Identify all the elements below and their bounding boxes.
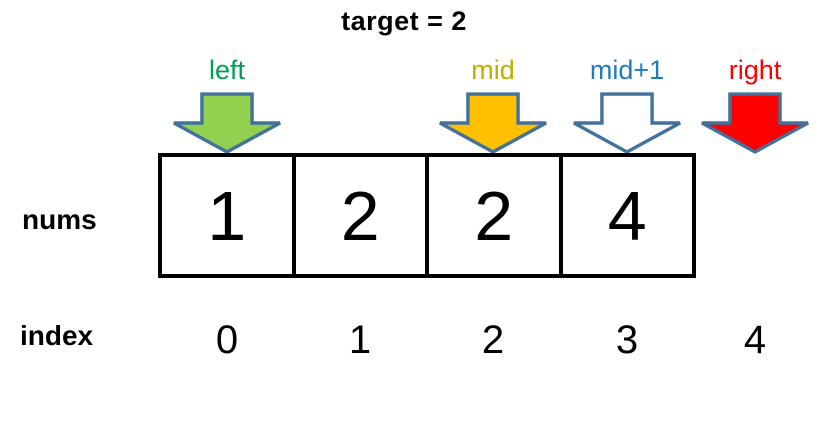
index-value-0: 0 xyxy=(215,318,239,362)
array-cell-1: 2 xyxy=(291,153,429,278)
array-cell-3: 4 xyxy=(558,153,696,278)
diagram-title: target = 2 xyxy=(341,6,467,36)
array-cell-value: 1 xyxy=(207,176,247,255)
array-cell-0: 1 xyxy=(158,153,296,278)
mid-arrow-shape xyxy=(439,92,547,154)
mid-arrow-icon xyxy=(439,92,547,154)
pointer-label-right: right xyxy=(728,55,782,85)
index-value-3: 3 xyxy=(615,318,639,362)
array-cell-value: 2 xyxy=(340,176,380,255)
pointer-label-mid: mid xyxy=(471,55,515,85)
mid-plus-1-arrow-icon xyxy=(573,92,681,154)
right-arrow-icon xyxy=(701,92,809,154)
index-value-1: 1 xyxy=(348,318,372,362)
array-cell-2: 2 xyxy=(425,153,563,278)
array-cell-value: 4 xyxy=(607,176,647,255)
nums-row-label: nums xyxy=(22,204,97,235)
pointer-label-mid-plus-1: mid+1 xyxy=(589,55,665,85)
left-arrow-shape xyxy=(173,92,281,154)
index-row-label: index xyxy=(20,320,94,351)
right-arrow-shape xyxy=(701,92,809,154)
nums-array: 1 2 2 4 xyxy=(158,153,696,278)
array-cell-value: 2 xyxy=(474,176,514,255)
index-value-2: 2 xyxy=(481,318,505,362)
pointer-label-left: left xyxy=(208,55,246,85)
left-arrow-icon xyxy=(173,92,281,154)
mid-plus-1-arrow-shape xyxy=(573,92,681,154)
index-value-4: 4 xyxy=(743,318,767,362)
